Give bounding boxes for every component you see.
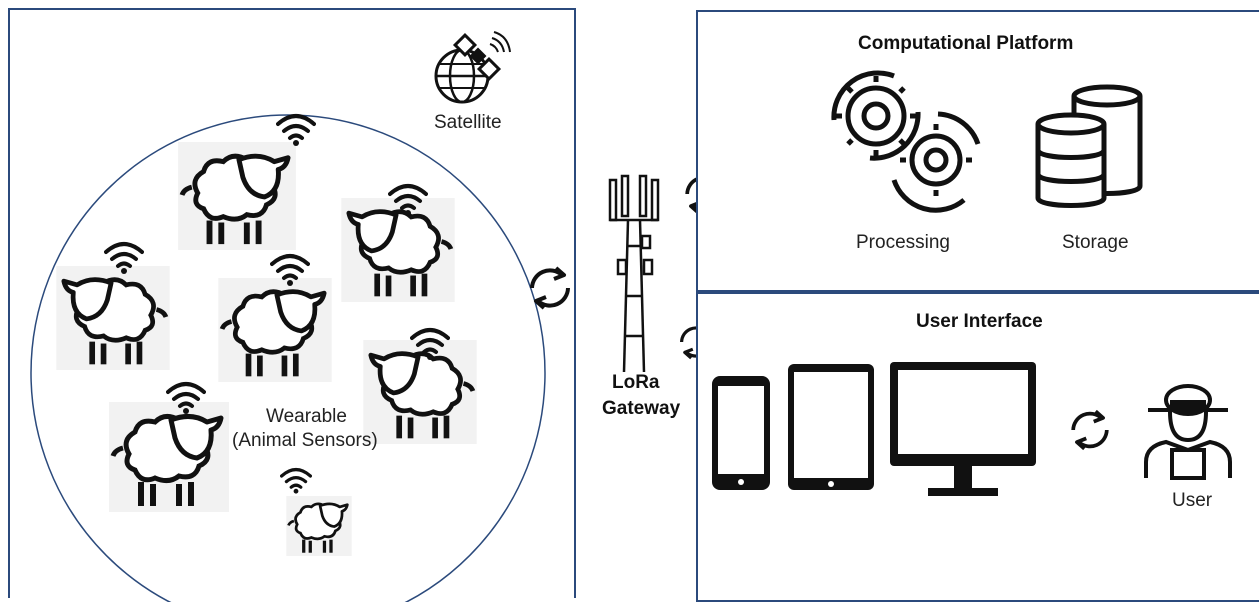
wearable-label: Wearable [266, 406, 347, 427]
sheep-icon [54, 266, 176, 370]
computational-platform-panel [696, 10, 1259, 292]
user-interface-title: User Interface [916, 311, 1043, 332]
wifi-icon [166, 380, 206, 414]
sheep-icon [108, 402, 230, 512]
wifi-icon [276, 112, 316, 146]
wifi-icon [280, 466, 312, 494]
sheep-icon [286, 496, 352, 556]
tablet-icon [788, 364, 874, 490]
computational-platform-title: Computational Platform [858, 33, 1074, 54]
sheep-icon [178, 142, 296, 250]
animal-sensors-label: (Animal Sensors) [232, 430, 378, 451]
farmer-icon [1144, 384, 1232, 480]
cell-tower-icon [608, 174, 660, 373]
satellite-icon [434, 31, 511, 104]
sync-icon [520, 258, 580, 318]
database-icon [1035, 84, 1143, 208]
monitor-icon [890, 362, 1036, 496]
satellite-label: Satellite [434, 112, 502, 133]
gateway-label-line1: LoRa [612, 372, 660, 393]
wifi-icon [104, 240, 144, 274]
sheep-icon [216, 278, 334, 382]
field-boundary [30, 114, 546, 602]
gears-icon [831, 70, 981, 213]
wifi-icon [410, 326, 450, 360]
sync-icon [1062, 402, 1118, 458]
smartphone-icon [712, 376, 770, 490]
storage-label: Storage [1062, 232, 1129, 253]
processing-label: Processing [856, 232, 950, 253]
user-label: User [1172, 490, 1213, 511]
gateway-label-line2: Gateway [602, 398, 681, 419]
wifi-icon [270, 252, 310, 286]
wifi-icon [388, 182, 428, 216]
